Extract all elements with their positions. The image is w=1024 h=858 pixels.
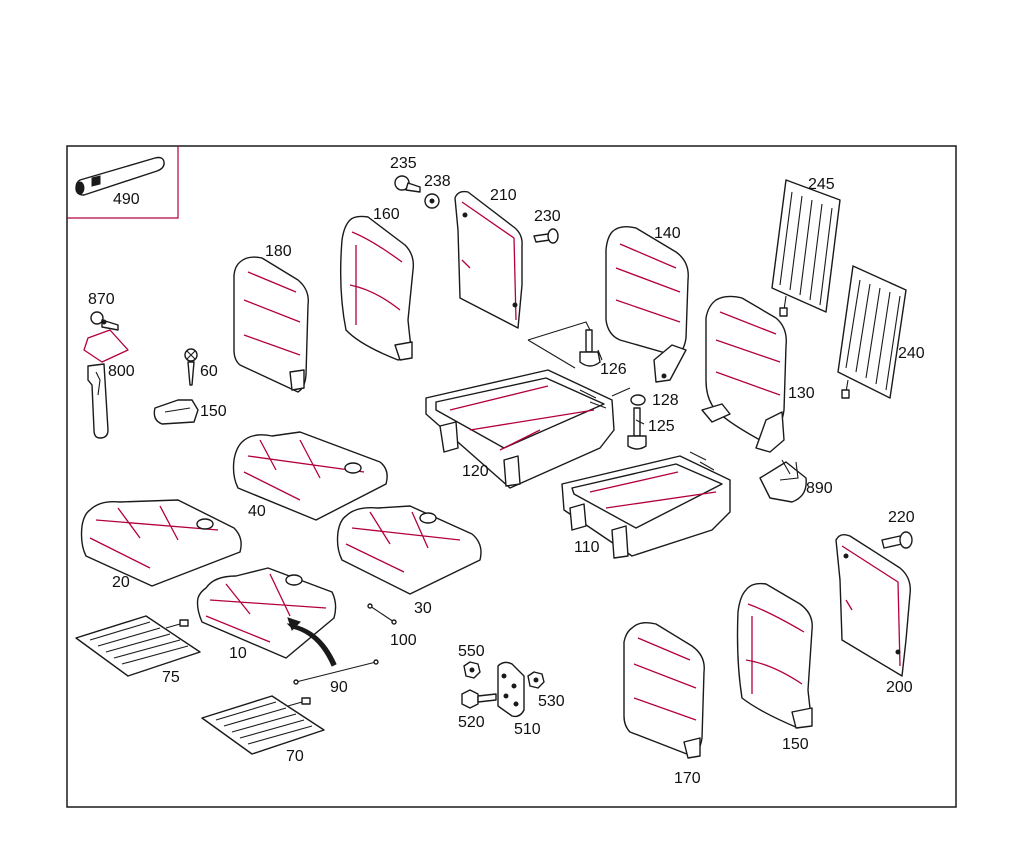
part-520-bolt[interactable] bbox=[461, 689, 497, 709]
part-70-heating-mat[interactable] bbox=[201, 695, 325, 755]
callout-890: 890 bbox=[806, 480, 833, 497]
part-150-backrest[interactable] bbox=[736, 582, 813, 729]
leader-870-800 bbox=[83, 329, 129, 363]
callout-126: 126 bbox=[600, 361, 627, 378]
part-30-seat-cushion[interactable] bbox=[336, 505, 482, 595]
part-890-bracket[interactable] bbox=[759, 459, 807, 503]
leader-lines bbox=[597, 349, 645, 425]
callout-550: 550 bbox=[458, 643, 485, 660]
callout-140: 140 bbox=[654, 225, 681, 242]
diagram-frame bbox=[66, 145, 957, 808]
part-150-bracket[interactable] bbox=[153, 399, 199, 425]
part-245-heating-mat[interactable] bbox=[771, 179, 841, 317]
part-550-nut[interactable] bbox=[463, 661, 481, 679]
part-20-seat-cushion[interactable] bbox=[80, 499, 242, 587]
callout-240: 240 bbox=[898, 345, 925, 362]
part-125-bolt[interactable] bbox=[627, 407, 647, 450]
part-210-panel[interactable] bbox=[454, 190, 523, 329]
part-200-back-panel[interactable] bbox=[835, 533, 911, 677]
part-110-seat-frame[interactable] bbox=[561, 451, 731, 559]
callout-800: 800 bbox=[108, 363, 135, 380]
part-235-bolt[interactable] bbox=[394, 175, 421, 193]
callout-150-backrest: 150 bbox=[782, 736, 809, 753]
part-180-backrest[interactable] bbox=[233, 256, 309, 393]
part-128-washer[interactable] bbox=[630, 394, 646, 406]
callout-70: 70 bbox=[286, 748, 304, 765]
callout-170: 170 bbox=[674, 770, 701, 787]
part-126-screw[interactable] bbox=[579, 329, 601, 367]
callout-235: 235 bbox=[390, 155, 417, 172]
part-140-backrest[interactable] bbox=[605, 225, 689, 383]
part-160-backrest[interactable] bbox=[339, 215, 415, 361]
callout-110: 110 bbox=[574, 539, 600, 556]
part-130-backrest[interactable] bbox=[701, 295, 787, 453]
callout-160: 160 bbox=[373, 206, 400, 223]
leader-128 bbox=[611, 387, 631, 397]
part-120-seat-frame[interactable] bbox=[425, 369, 615, 489]
part-490-tube[interactable] bbox=[75, 156, 165, 196]
callout-120: 120 bbox=[462, 463, 489, 480]
callout-200: 200 bbox=[886, 679, 913, 696]
callout-510: 510 bbox=[514, 721, 541, 738]
callout-75: 75 bbox=[162, 669, 180, 686]
part-238-washer[interactable] bbox=[424, 193, 440, 209]
callout-90: 90 bbox=[330, 679, 348, 696]
callout-180: 180 bbox=[265, 243, 292, 260]
part-530-nut[interactable] bbox=[527, 671, 545, 689]
part-800-handle[interactable] bbox=[87, 363, 109, 439]
callout-150-bracket: 150 bbox=[200, 403, 227, 420]
callout-30: 30 bbox=[414, 600, 432, 617]
callout-490: 490 bbox=[113, 191, 140, 208]
callout-labels: 490 235 238 210 230 160 180 140 245 240 … bbox=[88, 155, 925, 787]
part-60-screw[interactable] bbox=[184, 348, 198, 386]
callout-100: 100 bbox=[390, 632, 417, 649]
callout-230: 230 bbox=[534, 208, 561, 225]
callout-130: 130 bbox=[788, 385, 815, 402]
callout-10: 10 bbox=[229, 645, 247, 662]
inset-box-490 bbox=[67, 146, 179, 219]
part-40-seat-cushion[interactable] bbox=[232, 431, 388, 521]
callout-220: 220 bbox=[888, 509, 915, 526]
callout-40: 40 bbox=[248, 503, 266, 520]
callout-125: 125 bbox=[648, 418, 675, 435]
callout-210: 210 bbox=[490, 187, 517, 204]
leader-126 bbox=[527, 321, 591, 341]
arrow-90 bbox=[286, 623, 337, 667]
part-510-plate[interactable] bbox=[497, 661, 525, 718]
part-870-bolt[interactable] bbox=[90, 311, 119, 331]
callout-530: 530 bbox=[538, 693, 565, 710]
callout-238: 238 bbox=[424, 173, 451, 190]
part-90-rod[interactable] bbox=[293, 659, 379, 685]
callout-20: 20 bbox=[112, 574, 130, 591]
part-240-heating-mat[interactable] bbox=[837, 265, 907, 399]
part-100-rod[interactable] bbox=[367, 603, 397, 625]
callout-245: 245 bbox=[808, 176, 835, 193]
part-10-seat-cushion[interactable] bbox=[196, 567, 337, 659]
callout-870: 870 bbox=[88, 291, 115, 308]
part-75-heating-mat[interactable] bbox=[75, 615, 201, 677]
callout-520: 520 bbox=[458, 714, 485, 731]
callout-128: 128 bbox=[652, 392, 679, 409]
part-230-screw[interactable] bbox=[533, 228, 559, 244]
callout-60: 60 bbox=[200, 363, 218, 380]
part-170-backrest[interactable] bbox=[623, 621, 705, 759]
part-220-screw[interactable] bbox=[881, 531, 913, 549]
